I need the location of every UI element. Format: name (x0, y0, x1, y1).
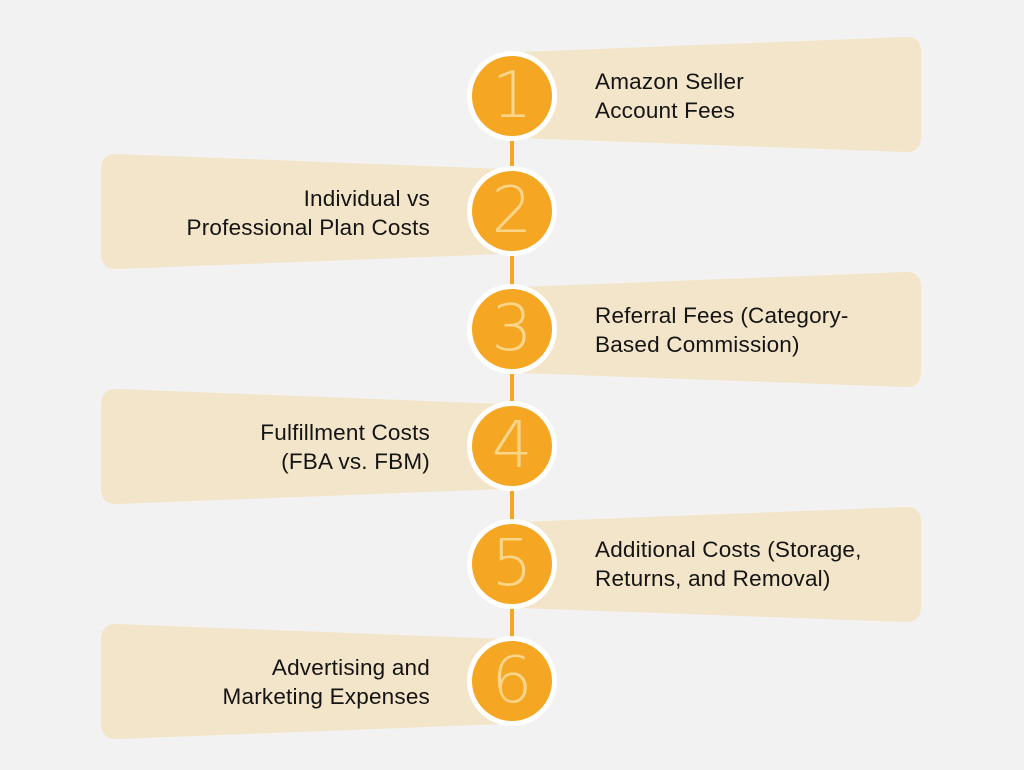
step-5-label: Additional Costs (Storage, Returns, and … (595, 537, 862, 591)
step-3-number: 3 (491, 292, 533, 366)
step-5-panel (520, 506, 921, 623)
step-1-panel (520, 36, 921, 153)
step-2-number: 2 (491, 174, 533, 248)
step-4-number: 4 (491, 409, 533, 483)
step-5-number: 5 (491, 527, 533, 601)
step-4-number-badge: 4 (467, 401, 557, 491)
step-6-number: 6 (491, 644, 533, 718)
timeline-connector-line (510, 100, 514, 680)
step-1-number-badge: 1 (467, 51, 557, 141)
step-4-label: Fulfillment Costs (FBA vs. FBM) (260, 420, 430, 474)
step-4-panel (101, 388, 504, 505)
step-3-panel (520, 271, 921, 388)
step-3-number-badge: 3 (467, 284, 557, 374)
step-3-label: Referral Fees (Category- Based Commissio… (595, 303, 849, 357)
step-1-number: 1 (491, 59, 533, 133)
step-2-number-badge: 2 (467, 166, 557, 256)
step-2-label: Individual vs Professional Plan Costs (186, 186, 430, 240)
step-5-number-badge: 5 (467, 519, 557, 609)
step-1-label: Amazon Seller Account Fees (595, 69, 744, 123)
step-6-number-badge: 6 (467, 636, 557, 726)
step-2-panel (101, 153, 504, 270)
step-6-panel (101, 623, 504, 740)
step-6-label: Advertising and Marketing Expenses (222, 655, 430, 709)
